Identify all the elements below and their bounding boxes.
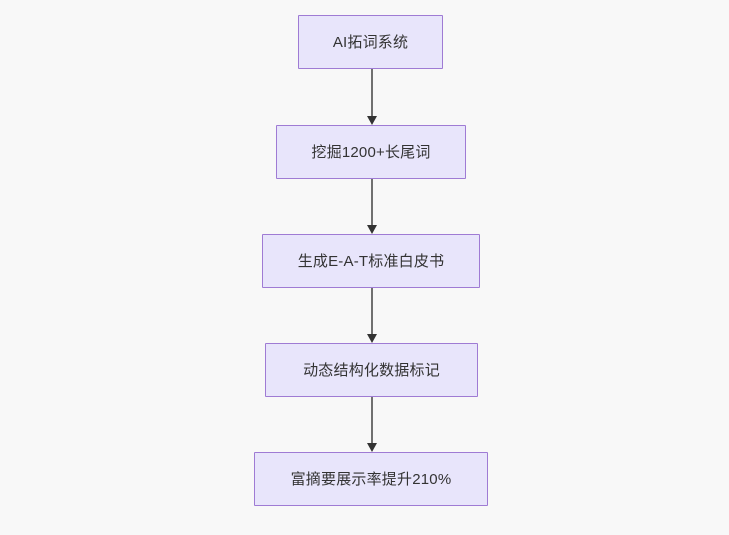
flow-node-label: 动态结构化数据标记: [303, 361, 440, 379]
flow-node-rich-snippet-rate-increase[interactable]: 富摘要展示率提升210%: [254, 452, 488, 506]
flow-node-mine-longtail-keywords[interactable]: 挖掘1200+长尾词: [276, 125, 466, 179]
flow-edge-2: [366, 179, 377, 234]
flow-edge-4: [366, 397, 377, 452]
flow-node-label: 生成E-A-T标准白皮书: [297, 252, 445, 270]
arrow-head-icon: [366, 225, 377, 234]
flow-edge-3: [366, 288, 377, 343]
flow-node-generate-eat-whitepaper[interactable]: 生成E-A-T标准白皮书: [262, 234, 480, 288]
flow-node-label: AI拓词系统: [332, 33, 409, 51]
flow-edge-1: [366, 69, 377, 125]
flow-node-ai-keyword-system[interactable]: AI拓词系统: [298, 15, 443, 69]
arrow-head-icon: [366, 116, 377, 125]
edge-line: [371, 69, 373, 116]
edge-line: [371, 179, 373, 225]
flow-node-dynamic-structured-data-markup[interactable]: 动态结构化数据标记: [265, 343, 478, 397]
flow-node-label: 富摘要展示率提升210%: [290, 470, 452, 488]
edge-line: [371, 288, 373, 334]
flow-node-label: 挖掘1200+长尾词: [311, 143, 431, 161]
edge-line: [371, 397, 373, 443]
arrow-head-icon: [366, 443, 377, 452]
arrow-head-icon: [366, 334, 377, 343]
